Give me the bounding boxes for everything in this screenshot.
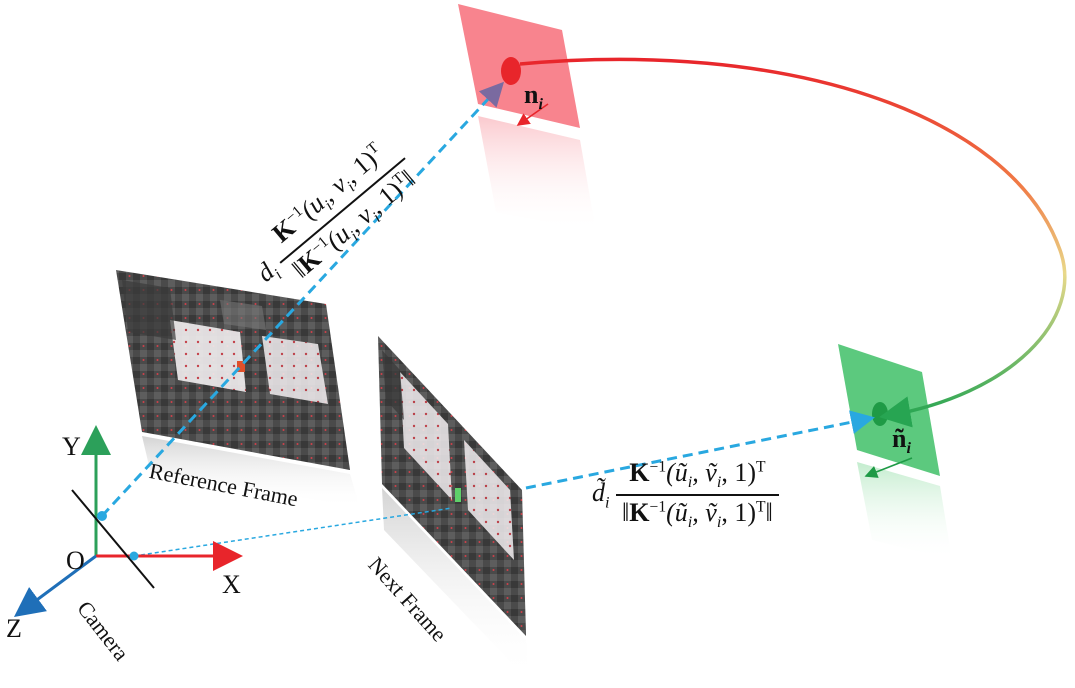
normal-arrow-reference <box>516 103 549 126</box>
formula-next-numerator: K−1(ũi, ṽi, 1)T <box>615 458 779 497</box>
normal-ref-symbol: n <box>524 80 539 109</box>
next-patch <box>455 488 461 502</box>
camera-plane-line <box>71 489 155 589</box>
axis-y-label: Y <box>62 432 81 461</box>
formula-next-den-exp: −1 <box>649 498 667 516</box>
origin-label: O <box>66 546 85 575</box>
formula-next-den-sub2: i <box>716 514 722 532</box>
formula-next-den-open: ‖ <box>621 498 630 528</box>
formula-next: d̃i K−1(ũi, ṽi, 1)T ‖K−1(ũi, ṽi, 1)T‖ <box>592 458 779 532</box>
formula-next-den-close: ‖ <box>765 498 773 528</box>
formula-next-den-K: K <box>629 498 650 528</box>
normal-ref-sub: i <box>538 96 543 114</box>
formula-next-prefix: d̃ <box>592 478 605 508</box>
formula-next-den-end: , 1) <box>721 498 756 528</box>
motion-arc <box>519 57 1067 428</box>
formula-next-num-sub1: i <box>687 474 693 492</box>
normal-ref-label: ni <box>524 80 543 114</box>
formula-next-prefix-sub: i <box>605 494 610 512</box>
camera-center-ref <box>97 511 107 521</box>
normal-next-symbol: ñ <box>892 424 907 453</box>
reference-patch <box>237 361 245 372</box>
coordinate-axes <box>13 425 243 617</box>
axis-x-label: X <box>222 570 241 599</box>
ray-next-thin <box>133 507 453 557</box>
normal-next-label: ñi <box>892 424 911 458</box>
formula-next-num-K: K <box>629 458 650 487</box>
normal-next-sub: i <box>906 440 911 458</box>
next-frame-image <box>378 336 528 680</box>
formula-next-fraction: K−1(ũi, ṽi, 1)T ‖K−1(ũi, ṽi, 1)T‖ <box>615 458 779 532</box>
formula-next-num-mid: , ṽ <box>692 458 717 487</box>
formula-next-den-mid: , ṽ <box>692 498 717 528</box>
formula-next-num-vec: (ũ <box>666 458 688 487</box>
ray-reference <box>100 81 505 518</box>
formula-next-den-vec: (ũ <box>666 498 688 528</box>
point-reference <box>501 57 521 85</box>
camera-center-next <box>129 551 139 561</box>
formula-next-denominator: ‖K−1(ũi, ṽi, 1)T‖ <box>616 496 779 532</box>
reference-frame-image <box>116 270 360 508</box>
ray-next <box>525 410 875 490</box>
axis-z-label: Z <box>6 614 22 643</box>
formula-next-den-sub1: i <box>687 514 693 532</box>
axis-z <box>13 554 97 617</box>
formula-next-den-T: T <box>755 498 766 516</box>
formula-next-num-end: , 1) <box>721 458 756 487</box>
formula-next-num-sub2: i <box>716 474 722 492</box>
point-next <box>872 402 888 426</box>
normal-arrow-next <box>864 457 913 478</box>
plane-reference <box>458 4 596 232</box>
formula-next-num-T: T <box>755 458 766 476</box>
formula-next-num-exp: −1 <box>649 458 667 476</box>
